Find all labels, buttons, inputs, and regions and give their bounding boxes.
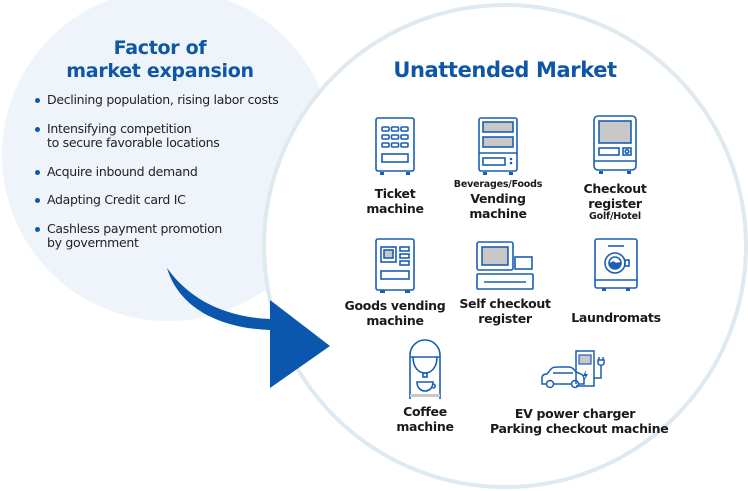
item-label: EV power charger (514, 406, 636, 421)
item-label-2: register (588, 196, 642, 211)
market-item-self-checkout: Self checkout register (450, 240, 560, 326)
factor-item-text: Cashless payment promotion (47, 220, 223, 236)
factor-item-text: Declining population, rising labor costs (47, 92, 279, 107)
bullet-icon (35, 126, 40, 132)
market-item-vending-machine: Beverages/Foods Vending machine (448, 117, 548, 221)
self-checkout-icon (476, 241, 534, 290)
bullet-icon (35, 198, 40, 203)
item-label: Goods vending (344, 298, 446, 313)
factor-item: Adapting Credit card IC (34, 192, 304, 208)
market-item-checkout-register: Checkout register Golf/Hotel (570, 115, 660, 223)
item-label-2: machine (366, 201, 424, 216)
item-label: Coffee (403, 404, 447, 419)
factor-item-text: Adapting Credit card IC (47, 192, 186, 207)
goods-vending-icon (375, 238, 415, 293)
market-title: Unattended Market (393, 58, 617, 82)
item-label-2: machine (469, 206, 527, 221)
bullet-icon (35, 226, 40, 232)
factor-item: Acquire inbound demand (34, 163, 304, 180)
coffee-machine-icon (409, 339, 441, 399)
market-item-ev-charger: EV power charger Parking checkout machin… (490, 348, 669, 436)
factor-list: Declining population, rising labor costs… (34, 92, 304, 265)
curved-arrow-icon (167, 268, 330, 388)
item-label: Checkout (583, 181, 647, 196)
market-item-goods-vending: Goods vending machine (340, 238, 450, 328)
bullet-icon (35, 169, 40, 175)
item-label: Self checkout (459, 296, 551, 311)
item-label-2: machine (396, 419, 454, 434)
factor-title-line2: market expansion (66, 60, 254, 82)
factor-title: Factor of market expansion (60, 37, 260, 83)
item-label-2: register (478, 311, 532, 326)
ev-charger-icon (541, 350, 605, 389)
ticket-machine-icon (375, 117, 415, 175)
item-label: Laundromats (571, 310, 661, 325)
factor-item-text-2: by government (47, 235, 139, 250)
factor-item: Declining population, rising labor costs (34, 92, 304, 108)
factor-item-text: Acquire inbound demand (47, 163, 198, 179)
item-label-2: machine (366, 313, 424, 328)
washing-machine-icon (594, 238, 638, 291)
market-item-ticket-machine: Ticket machine (350, 117, 440, 216)
bullet-icon (35, 98, 40, 103)
factor-item-text: Intensifying competition (47, 120, 192, 136)
item-label-2: Parking checkout machine (490, 421, 669, 436)
market-item-laundromats: Laundromats (566, 238, 666, 325)
item-prefix: Beverages/Foods (453, 179, 543, 190)
vending-machine-icon (478, 117, 518, 175)
left-circle (2, 0, 334, 321)
factor-item-text-2: to secure favorable locations (47, 135, 220, 150)
item-label: Vending (470, 191, 526, 206)
checkout-register-icon (593, 115, 637, 174)
item-label: Ticket (374, 186, 416, 201)
factor-title-line1: Factor of (113, 37, 207, 59)
market-item-coffee-machine: Coffee machine (380, 337, 470, 434)
item-suffix: Golf/Hotel (589, 211, 641, 222)
